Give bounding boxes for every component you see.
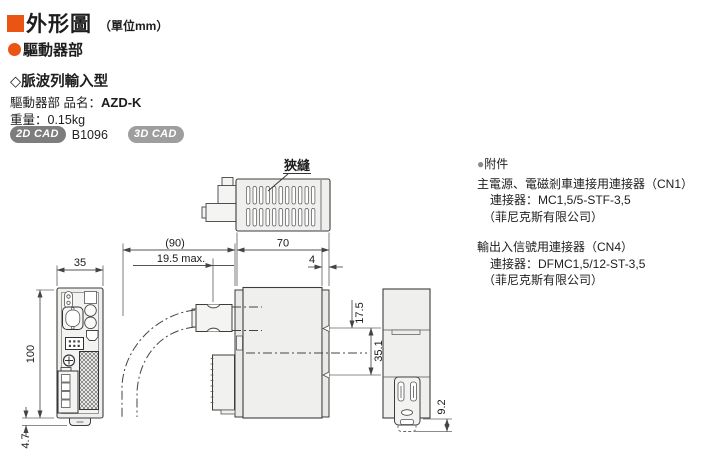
cable-plug [195, 304, 233, 332]
cad-2d-badge[interactable]: 2D CAD [10, 126, 66, 143]
section-title: 驅動器部 [23, 42, 84, 59]
dim-text-notch-span: 35.1 [373, 340, 385, 361]
cad-3d-badge[interactable]: 3D CAD [127, 126, 184, 143]
flange-notch [322, 325, 330, 332]
dim-text-clip-protrusion: 9.2 [436, 399, 448, 414]
dim-text-front-width: 35 [74, 257, 86, 269]
cable-bend-outer [121, 309, 196, 417]
slit-leader-line [267, 173, 289, 192]
product-name: AZD-K [100, 95, 142, 110]
accessory-item-title: 主電源、電磁剎車連接用連接器（CN1） [477, 176, 694, 191]
page-title-row: 外形圖 （單位mm） [7, 8, 168, 38]
led-icon [66, 294, 71, 299]
clip-pulled-outline [397, 425, 417, 432]
dim-text-protrusion: 19.5 max. [157, 253, 205, 265]
dimension-drawing: 狹縫 [20, 158, 452, 449]
orange-dot-bullet-icon [8, 43, 21, 56]
accessory-item-connector: 連接器：DFMC1,5/12-ST-3,5 [490, 256, 646, 271]
accessory-item-connector: 連接器：MC1,5/5-STF-3,5 [490, 193, 631, 207]
weight-line: 重量：0.15kg [10, 113, 86, 127]
dim-text-cable-depth: (90) [165, 238, 185, 250]
flange-notch [322, 371, 330, 379]
switch-window [84, 291, 97, 304]
panel-latch [236, 335, 243, 351]
top-view-connector-small [217, 185, 238, 204]
cable-bend-inner [136, 326, 196, 417]
usb-port [86, 330, 99, 341]
section-row: 驅動器部 [8, 39, 83, 60]
unit-note: （單位mm） [99, 19, 169, 33]
cn4-mating-connector [212, 354, 235, 411]
led-indicator-capsule [64, 291, 73, 309]
accessory-item-maker: （菲尼克斯有限公司） [483, 209, 604, 224]
page-title: 外形圖 [26, 13, 92, 36]
dip-switch-dots [68, 340, 80, 347]
dim-text-din-tab: 4.7 [20, 433, 32, 448]
cad-badges-row: 2D CAD B1096 3D CAD [10, 126, 184, 143]
rotary-switch [84, 316, 97, 330]
top-view-plug [205, 203, 238, 222]
accessories-heading: ●附件 [477, 156, 705, 173]
round-connector-inner [65, 309, 81, 327]
cn4-connector [79, 351, 99, 410]
rear-view [382, 288, 431, 432]
orange-square-bullet-icon [7, 14, 24, 32]
accessory-item-maker: （菲尼克斯有限公司） [483, 273, 604, 287]
subsection-title: ◇脈波列輸入型 [10, 74, 109, 90]
dimensions: (90) 19.5 max. 70 4 35 100 4.7 17.5 35.1… [20, 232, 452, 449]
side-front-panel [234, 289, 244, 418]
ventilation-slits-row2 [246, 208, 316, 227]
dim-text-body-depth: 70 [277, 238, 289, 250]
accessory-item-title: 輸出入信號用連接器（CN4） [477, 240, 634, 254]
dim-text-front-height: 100 [25, 345, 37, 363]
ventilation-slits-row1 [246, 186, 316, 205]
slit-label: 狹縫 [283, 158, 310, 173]
connector-teeth [210, 358, 214, 403]
accessories-column: ●附件 主電源、電磁剎車連接用連接器（CN1） 連接器：MC1,5/5-STF-… [477, 156, 705, 289]
product-line: 驅動器部 品名：AZD-K [10, 92, 141, 111]
dip-switch-block [65, 337, 84, 350]
cad-code: B1096 [71, 127, 108, 142]
side-view [121, 286, 367, 419]
led-icon [66, 300, 71, 305]
top-view: 狹縫 [201, 158, 331, 232]
cn1-terminals [61, 374, 71, 408]
dim-text-notch-offset: 17.5 [354, 302, 366, 323]
product-label: 驅動器部 品名： [10, 96, 101, 110]
rotary-switch [84, 304, 97, 317]
accessories-heading-text: 附件 [484, 157, 509, 171]
front-view [56, 287, 104, 426]
dim-text-flange: 4 [309, 254, 315, 266]
gray-dot-bullet-icon: ● [477, 157, 485, 171]
